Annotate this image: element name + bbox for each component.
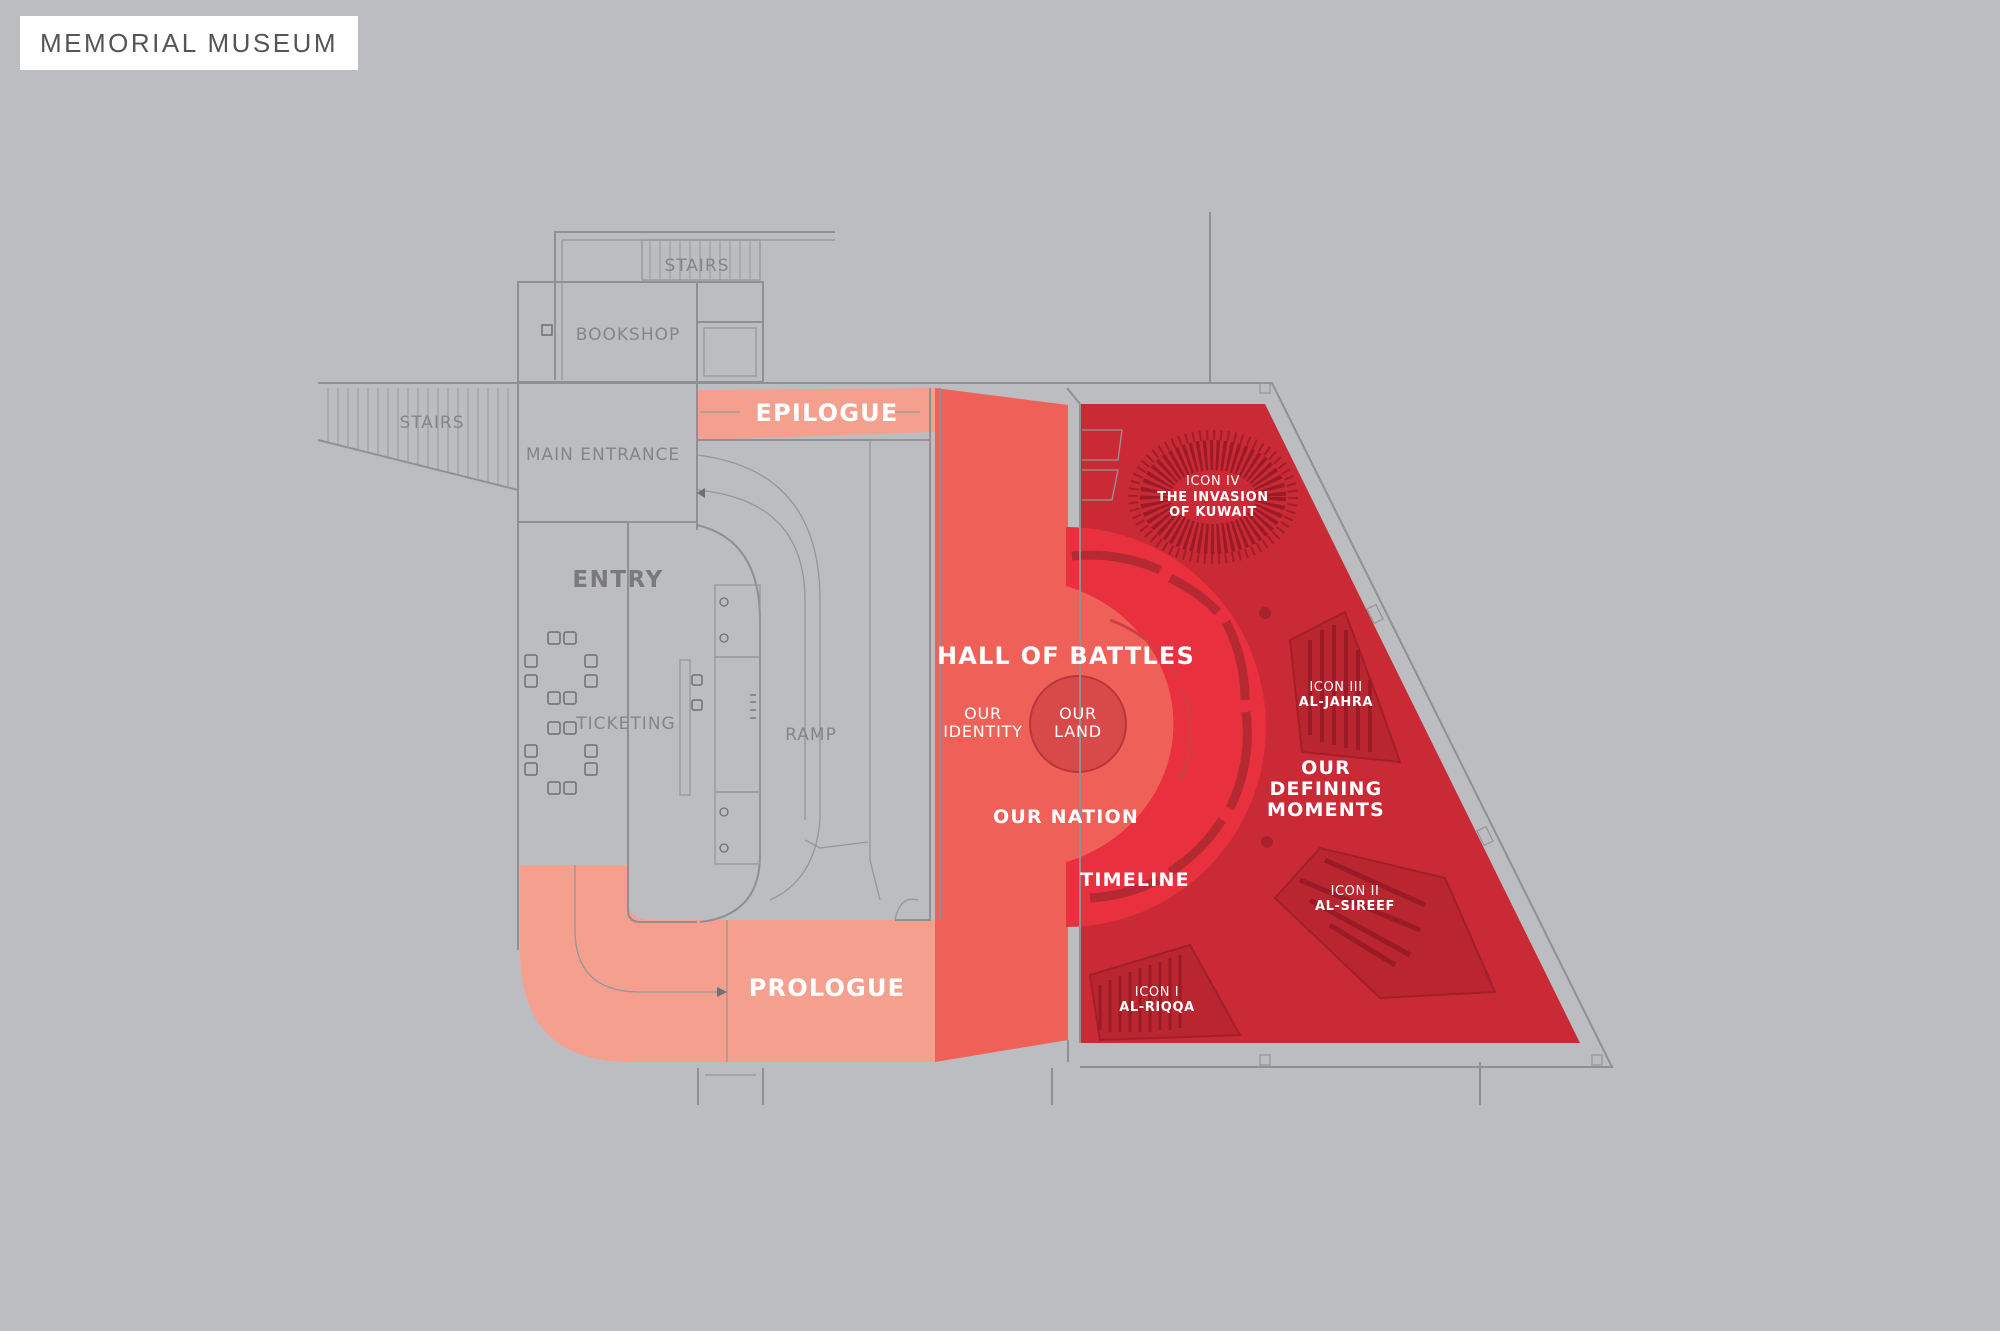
icon-iv-label: ICON IV [1186,474,1240,489]
ramp-label: RAMP [785,725,837,745]
defining-moments-label-3: MOMENTS [1267,799,1385,821]
icon-iv-name-2: OF KUWAIT [1169,505,1257,520]
our-identity-label-1: OUR [964,704,1002,723]
our-land-circle[interactable] [1029,675,1127,773]
our-nation-label: OUR NATION [993,806,1139,828]
icon-ii-label: ICON II [1331,884,1380,899]
icon-iv-sculpture [1128,430,1298,564]
ticketing-label: TICKETING [575,714,675,734]
icon-iii-label: ICON III [1309,680,1362,695]
icon-ii-zone[interactable] [1273,846,1497,1000]
timeline-label: TIMELINE [1080,869,1190,891]
epilogue-label: EPILOGUE [756,399,899,427]
building-walls [317,212,1614,1105]
bookshop-label: BOOKSHOP [576,325,680,345]
icon-iii-name: AL-JAHRA [1299,695,1373,710]
hall-of-battles-zone[interactable] [935,388,1068,1062]
icon-iv-name-1: THE INVASION [1157,490,1268,505]
main-entrance-label: MAIN ENTRANCE [526,445,680,465]
icon-iii-hatch [1308,625,1372,752]
icon-ii-hatch [1299,857,1427,968]
timeline-panels [1071,550,1252,903]
icon-ii-name: AL-SIREEF [1315,899,1395,914]
defining-moments-label-2: DEFINING [1270,778,1383,800]
stairs-top-label: STAIRS [664,256,729,276]
stairs-left-label: STAIRS [399,413,464,433]
icon-i-zone[interactable] [1088,943,1242,1042]
entry-label: ENTRY [572,567,663,593]
epilogue-zone[interactable] [697,388,935,440]
map-title: MEMORIAL MUSEUM [40,27,338,58]
hall-of-battles-label: HALL OF BATTLES [937,642,1195,670]
our-land-label-2: LAND [1054,722,1102,741]
our-land-label-1: OUR [1059,704,1097,723]
defining-moments-label-1: OUR [1301,757,1351,779]
prologue-label: PROLOGUE [749,974,906,1002]
our-nation-panels [1109,618,1193,781]
icon-i-hatch [1098,955,1182,1032]
icon-i-name: AL-RIQQA [1119,1000,1195,1015]
map-title-box: MEMORIAL MUSEUM [20,16,358,70]
icon-i-label: ICON I [1135,985,1179,1000]
our-identity-label-2: IDENTITY [943,722,1023,741]
